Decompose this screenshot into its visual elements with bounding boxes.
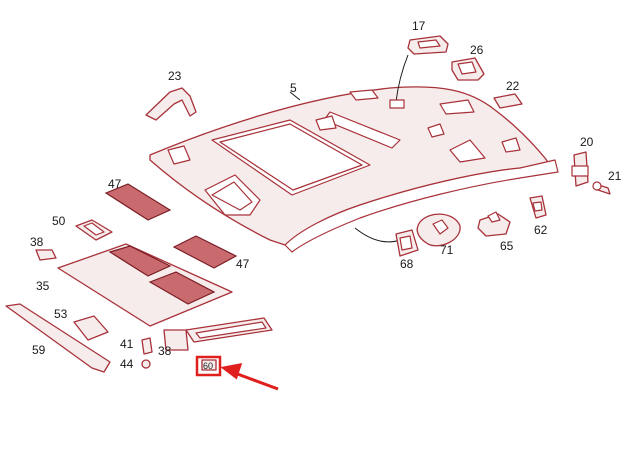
label-60: 60 <box>203 361 213 371</box>
label-38-left: 38 <box>30 235 44 249</box>
label-65: 65 <box>500 239 514 253</box>
clip-17-part <box>389 35 449 109</box>
label-59: 59 <box>32 343 46 357</box>
screw-21-part <box>592 181 611 195</box>
label-5: 5 <box>290 81 297 95</box>
bracket-20-part <box>571 151 589 187</box>
label-47-right: 47 <box>236 257 250 271</box>
bracket-26-part <box>451 57 485 81</box>
hook-62-part <box>529 195 547 219</box>
rear-panel-35-part <box>57 243 233 327</box>
sound-pad-47-upper-part <box>104 183 172 221</box>
label-71: 71 <box>440 243 454 257</box>
part-60-target <box>201 359 217 371</box>
label-50: 50 <box>52 214 66 228</box>
trim-rail-59-part <box>5 303 111 373</box>
clip-38-right-part <box>163 329 189 351</box>
screw-44-part <box>141 359 151 369</box>
clip-38-left-part <box>35 249 57 261</box>
label-35: 35 <box>36 279 50 293</box>
headliner-part <box>149 86 559 253</box>
label-53: 53 <box>54 307 68 321</box>
label-17: 17 <box>412 19 426 33</box>
bracket-53-part <box>73 315 109 341</box>
label-68: 68 <box>400 257 414 271</box>
label-44: 44 <box>120 357 134 371</box>
label-47-upper: 47 <box>108 177 122 191</box>
label-38-right: 38 <box>158 344 172 358</box>
lamp-lens-50-part <box>75 219 113 241</box>
switch-68-part <box>395 229 419 257</box>
label-21: 21 <box>608 169 622 183</box>
lamp-65-part <box>477 211 511 237</box>
clip-22-part <box>493 93 523 109</box>
label-26: 26 <box>470 43 484 57</box>
label-20: 20 <box>580 135 594 149</box>
label-41: 41 <box>120 337 134 351</box>
sound-pad-47-right-part <box>172 235 238 269</box>
grab-handle-23-part <box>145 87 197 121</box>
nut-41-part <box>141 337 153 355</box>
label-62: 62 <box>534 223 548 237</box>
cover-71-part <box>416 213 461 247</box>
label-22: 22 <box>506 79 520 93</box>
red-arrow-icon <box>220 363 279 391</box>
label-23: 23 <box>168 69 182 83</box>
trim-strip-part <box>185 317 273 343</box>
highlight-box <box>195 355 222 377</box>
